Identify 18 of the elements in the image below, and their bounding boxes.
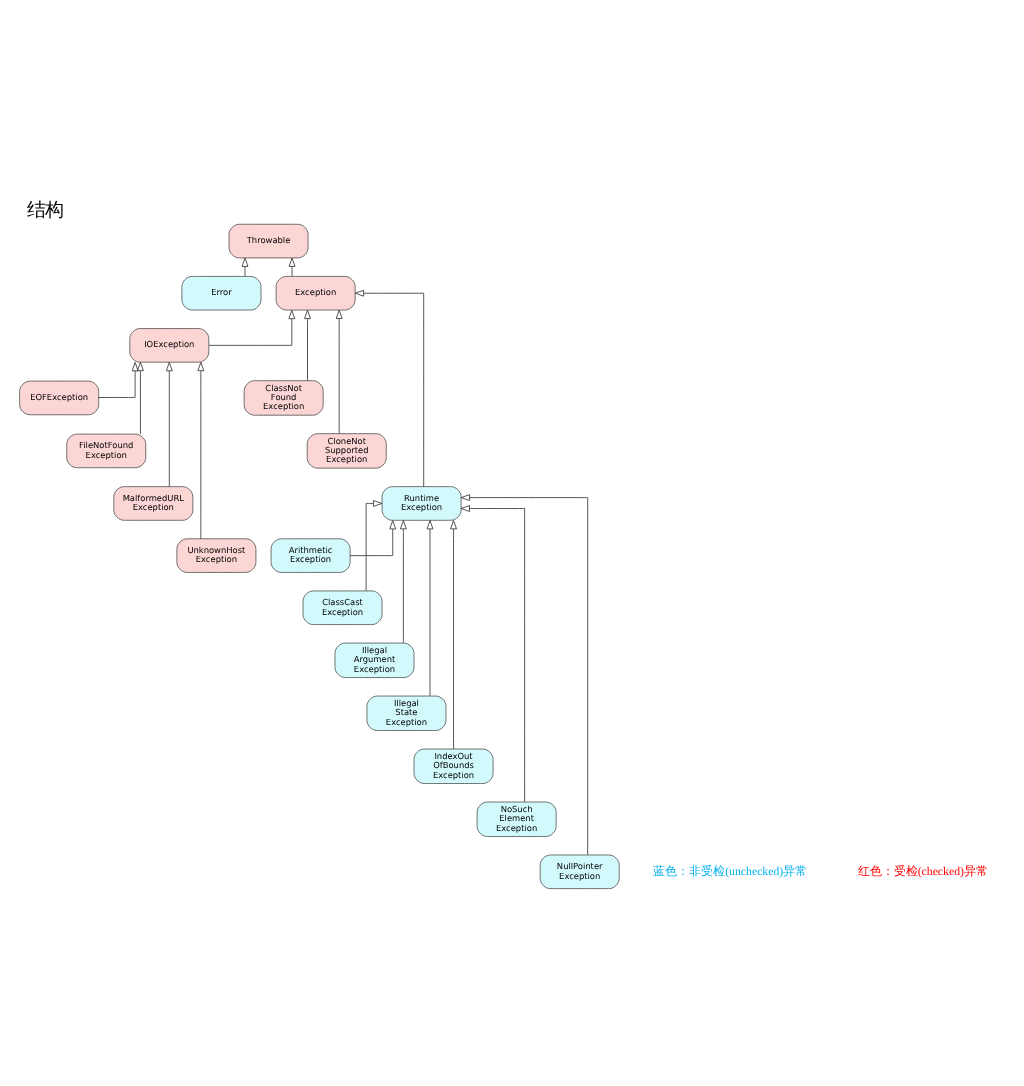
arrow — [288, 257, 296, 277]
arrow — [460, 494, 589, 856]
arrow — [197, 361, 205, 540]
arrow — [335, 309, 343, 434]
arrow — [208, 309, 296, 346]
arrow — [460, 505, 526, 803]
arrow — [165, 362, 173, 487]
arrow — [400, 520, 407, 644]
arrow — [349, 520, 397, 557]
arrow — [450, 520, 457, 750]
arrow — [98, 362, 139, 398]
arrow — [354, 289, 425, 488]
arrow — [241, 257, 249, 277]
diagram-title: 结构 — [26, 199, 63, 222]
arrow — [137, 361, 144, 435]
arrow — [304, 309, 311, 382]
arrow — [426, 520, 434, 697]
arrow — [365, 500, 383, 592]
